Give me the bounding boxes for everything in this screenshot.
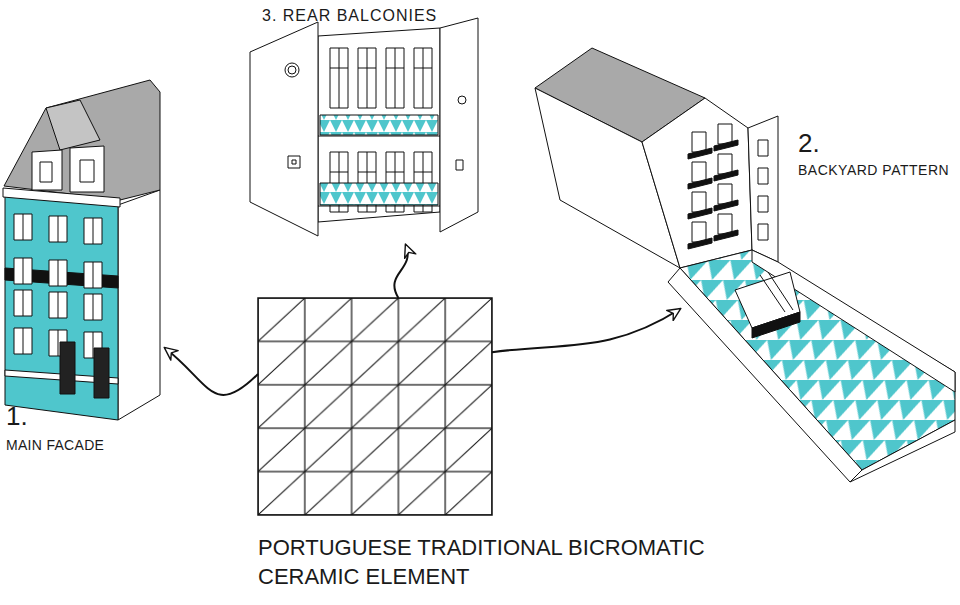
window	[84, 262, 102, 288]
rear-balconies-node: 3. REAR BALCONIES	[248, 2, 480, 245]
window	[718, 124, 732, 144]
main-facade-building	[3, 80, 160, 420]
window	[49, 292, 67, 318]
window	[14, 258, 32, 284]
rear-balconies-building	[250, 18, 478, 236]
balcony	[688, 148, 712, 159]
window	[14, 290, 32, 316]
window	[414, 48, 432, 108]
building-title: 3. REAR BALCONIES	[262, 6, 437, 25]
window	[692, 192, 706, 212]
balcony	[714, 200, 738, 211]
curved-arrow	[165, 348, 258, 395]
window	[758, 224, 768, 240]
window	[718, 214, 732, 234]
curved-arrow	[492, 309, 680, 352]
backyard-building	[535, 48, 955, 482]
element-caption: PORTUGUESE TRADITIONAL BICROMATIC CERAMI…	[258, 534, 748, 591]
building-label: MAIN FACADE	[6, 437, 104, 454]
window	[330, 48, 348, 108]
backyard-node: 2. BACKYARD PATTERN	[680, 100, 958, 480]
window	[692, 132, 706, 152]
window	[84, 294, 102, 320]
window	[692, 222, 706, 242]
balcony	[688, 238, 712, 249]
window	[14, 328, 32, 354]
window	[386, 48, 404, 108]
balcony	[714, 230, 738, 241]
curved-arrow	[394, 245, 407, 298]
window	[49, 216, 67, 242]
window	[758, 168, 768, 184]
window	[758, 196, 768, 212]
balcony	[714, 170, 738, 181]
window	[758, 140, 768, 156]
main-facade-node: 1. MAIN FACADE	[0, 75, 165, 465]
window	[718, 184, 732, 204]
window	[14, 214, 32, 240]
callout-number: 2.	[798, 128, 820, 159]
balcony	[714, 140, 738, 151]
balcony	[688, 178, 712, 189]
window	[692, 162, 706, 182]
building-label: BACKYARD PATTERN	[798, 162, 949, 179]
window	[358, 48, 376, 108]
window	[718, 154, 732, 174]
window	[49, 260, 67, 286]
callout-number: 1.	[6, 401, 28, 432]
ceramic-grid	[258, 298, 492, 515]
ceramic-element-node: PORTUGUESE TRADITIONAL BICROMATIC CERAMI…	[258, 298, 492, 515]
window	[84, 218, 102, 244]
balcony	[688, 208, 712, 219]
